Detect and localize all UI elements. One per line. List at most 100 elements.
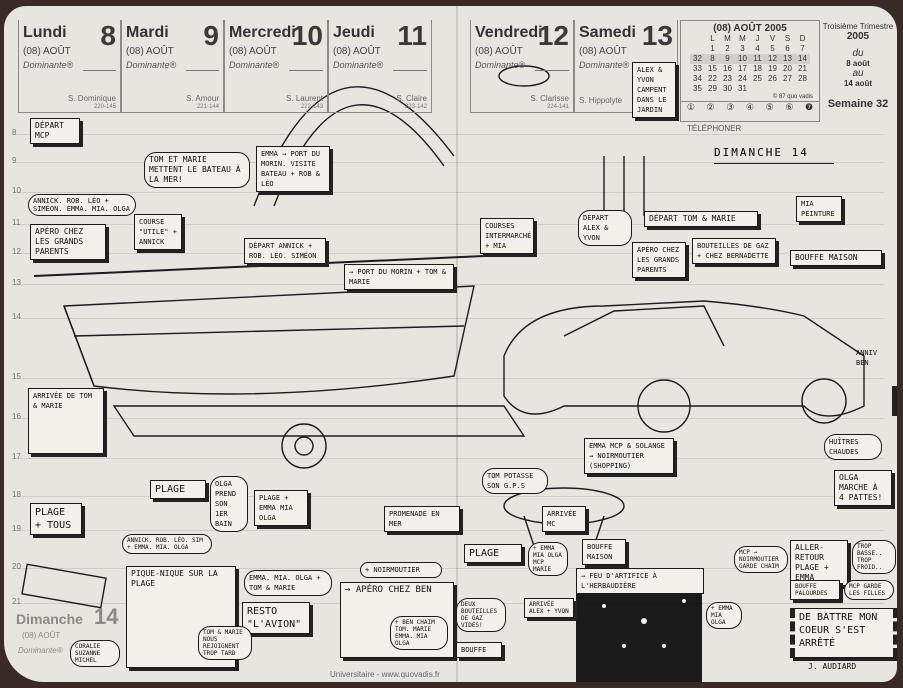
note: Plage	[464, 544, 522, 563]
note: Annick. Rob. Léo + Siméon. Emma. Mia. Ol…	[28, 194, 136, 216]
hour-label: 12	[12, 247, 21, 256]
hour-line	[14, 568, 884, 569]
note: Bouffe	[456, 642, 502, 658]
day-month: (08) AOÛT	[23, 46, 71, 57]
hour-label: 15	[12, 372, 21, 381]
hour-line	[14, 318, 884, 319]
note: Alex & Yvon campent dans le jardin	[632, 62, 676, 118]
note: Tom et Marie mettent le bateau à la mer!	[144, 152, 250, 188]
saint-name: S. Amour	[186, 94, 219, 103]
hour-label: 14	[12, 312, 21, 321]
note: + Emma Mia Olga	[706, 602, 742, 629]
note: + Ben Chaim Tom. Marie Emma. Mia Olga	[390, 616, 448, 650]
trailer-sketch	[112, 405, 526, 437]
trailer-wheel	[281, 423, 327, 469]
note: Courses Intermarché + Mia	[480, 218, 534, 254]
note: Annick. Rob. Léo. Sim + Emma. Mia. Olga	[122, 534, 212, 554]
hour-label: 18	[12, 490, 21, 499]
note: Promenade en mer	[384, 506, 460, 532]
day-number: 10	[291, 20, 323, 51]
day-month: (08) AOÛT	[229, 46, 277, 57]
note: Resto "L'Avion"	[242, 602, 310, 634]
note: → Port du Morin + Tom & Marie	[344, 264, 454, 290]
calendar-copyright: © 87 quo vadis	[772, 94, 813, 100]
hour-line	[14, 378, 884, 379]
day-name: Mercredi	[229, 24, 296, 41]
day-code: 223-142	[404, 104, 427, 110]
note: Tom potasse son G.P.S	[482, 468, 548, 494]
day-month: (08) AOÛT	[475, 46, 523, 57]
note: Bouteilles de gaz + chez Bernadette	[692, 238, 776, 264]
day-name: Samedi	[579, 24, 636, 41]
year-label: 2005	[846, 31, 870, 42]
footer-text: Universitaire - www.quovadis.fr	[330, 670, 440, 679]
note: MCP garde les filles	[844, 580, 894, 600]
note: Bouffe maison	[790, 250, 882, 266]
day-number: 11	[397, 20, 427, 51]
note: Départ MCP	[30, 118, 80, 144]
note: Huîtres chaudes	[824, 434, 882, 460]
day-name: Vendredi	[475, 24, 543, 41]
note: + Noirmoutier	[360, 562, 442, 578]
day-name: Jeudi	[333, 24, 375, 41]
note: Arrivée MC	[542, 506, 586, 532]
note: Emma. Mia. Olga + Tom & Marie	[244, 570, 332, 596]
hour-label: 10	[12, 186, 21, 195]
hour-label: 9	[12, 156, 17, 165]
note: Arrivée de Tom & Marie	[28, 388, 104, 454]
hour-line	[14, 162, 884, 163]
hour-line	[14, 496, 884, 497]
note: Départ Annick + Rob. Léo. Siméon	[244, 238, 326, 264]
note: Bouffe maison	[582, 539, 626, 565]
dominante-label: Dominante®	[475, 60, 526, 70]
hour-line	[14, 134, 884, 135]
day-number: 8	[100, 20, 116, 51]
dominante-label: Dominante®	[579, 60, 630, 70]
hour-label: 16	[12, 412, 21, 421]
dominante-label: Dominante®	[333, 60, 384, 70]
day-name: Lundi	[23, 24, 67, 41]
dominante-label: Dominante®	[229, 60, 280, 70]
day-code: 224-141	[546, 104, 569, 110]
day-month: (08) AOÛT	[333, 46, 381, 57]
saint-name: S. Hippolyte	[579, 96, 623, 105]
note: Apéro chez les grands parents	[632, 242, 686, 278]
hour-label: 20	[12, 562, 21, 571]
day-code: 220-145	[93, 104, 116, 110]
note: Départ Alex & Yvon	[578, 210, 632, 246]
trimester-label: Troisième Trimestre	[822, 22, 894, 31]
printed-sunday-name: Dimanche	[16, 611, 83, 627]
note: Tom & Marie nous rejoignent trop tard	[198, 626, 252, 660]
note: Deux bouteilles de gaz vides!	[456, 598, 506, 632]
note: Olga marche à 4 pattes!	[834, 470, 892, 506]
day-name: Mardi	[126, 24, 169, 41]
day-code: 221-144	[196, 104, 219, 110]
hour-label: 17	[12, 452, 21, 461]
note: Emma MCP & Solange → Noirmoutier (shoppi…	[584, 438, 674, 474]
note: Plage	[150, 480, 206, 499]
hour-line	[14, 458, 884, 459]
hour-line	[14, 253, 884, 254]
note: Apéro chez les grands parents	[30, 224, 106, 260]
note: Anniv Ben	[856, 349, 878, 367]
sunday-title: DIMANCHE 14	[714, 146, 834, 164]
note: Arrivée Alex + Yvon	[524, 598, 574, 618]
day-code: 222-143	[300, 104, 323, 110]
note: Olga prend son 1er bain	[210, 476, 248, 532]
printed-sunday-number: 14	[94, 604, 119, 629]
hour-label: 13	[12, 278, 21, 287]
note: Trop basse.. trop froid..	[852, 540, 896, 574]
week-number: Semaine 32	[827, 98, 889, 110]
note: J. Audiard	[808, 662, 857, 671]
movie-poster-note: De battre mon coeur s'est arrêté	[790, 608, 897, 658]
saint-name: S. Laurent	[286, 94, 323, 103]
hour-line	[14, 192, 884, 193]
note: Plage + Emma Mia Olga	[254, 490, 308, 526]
